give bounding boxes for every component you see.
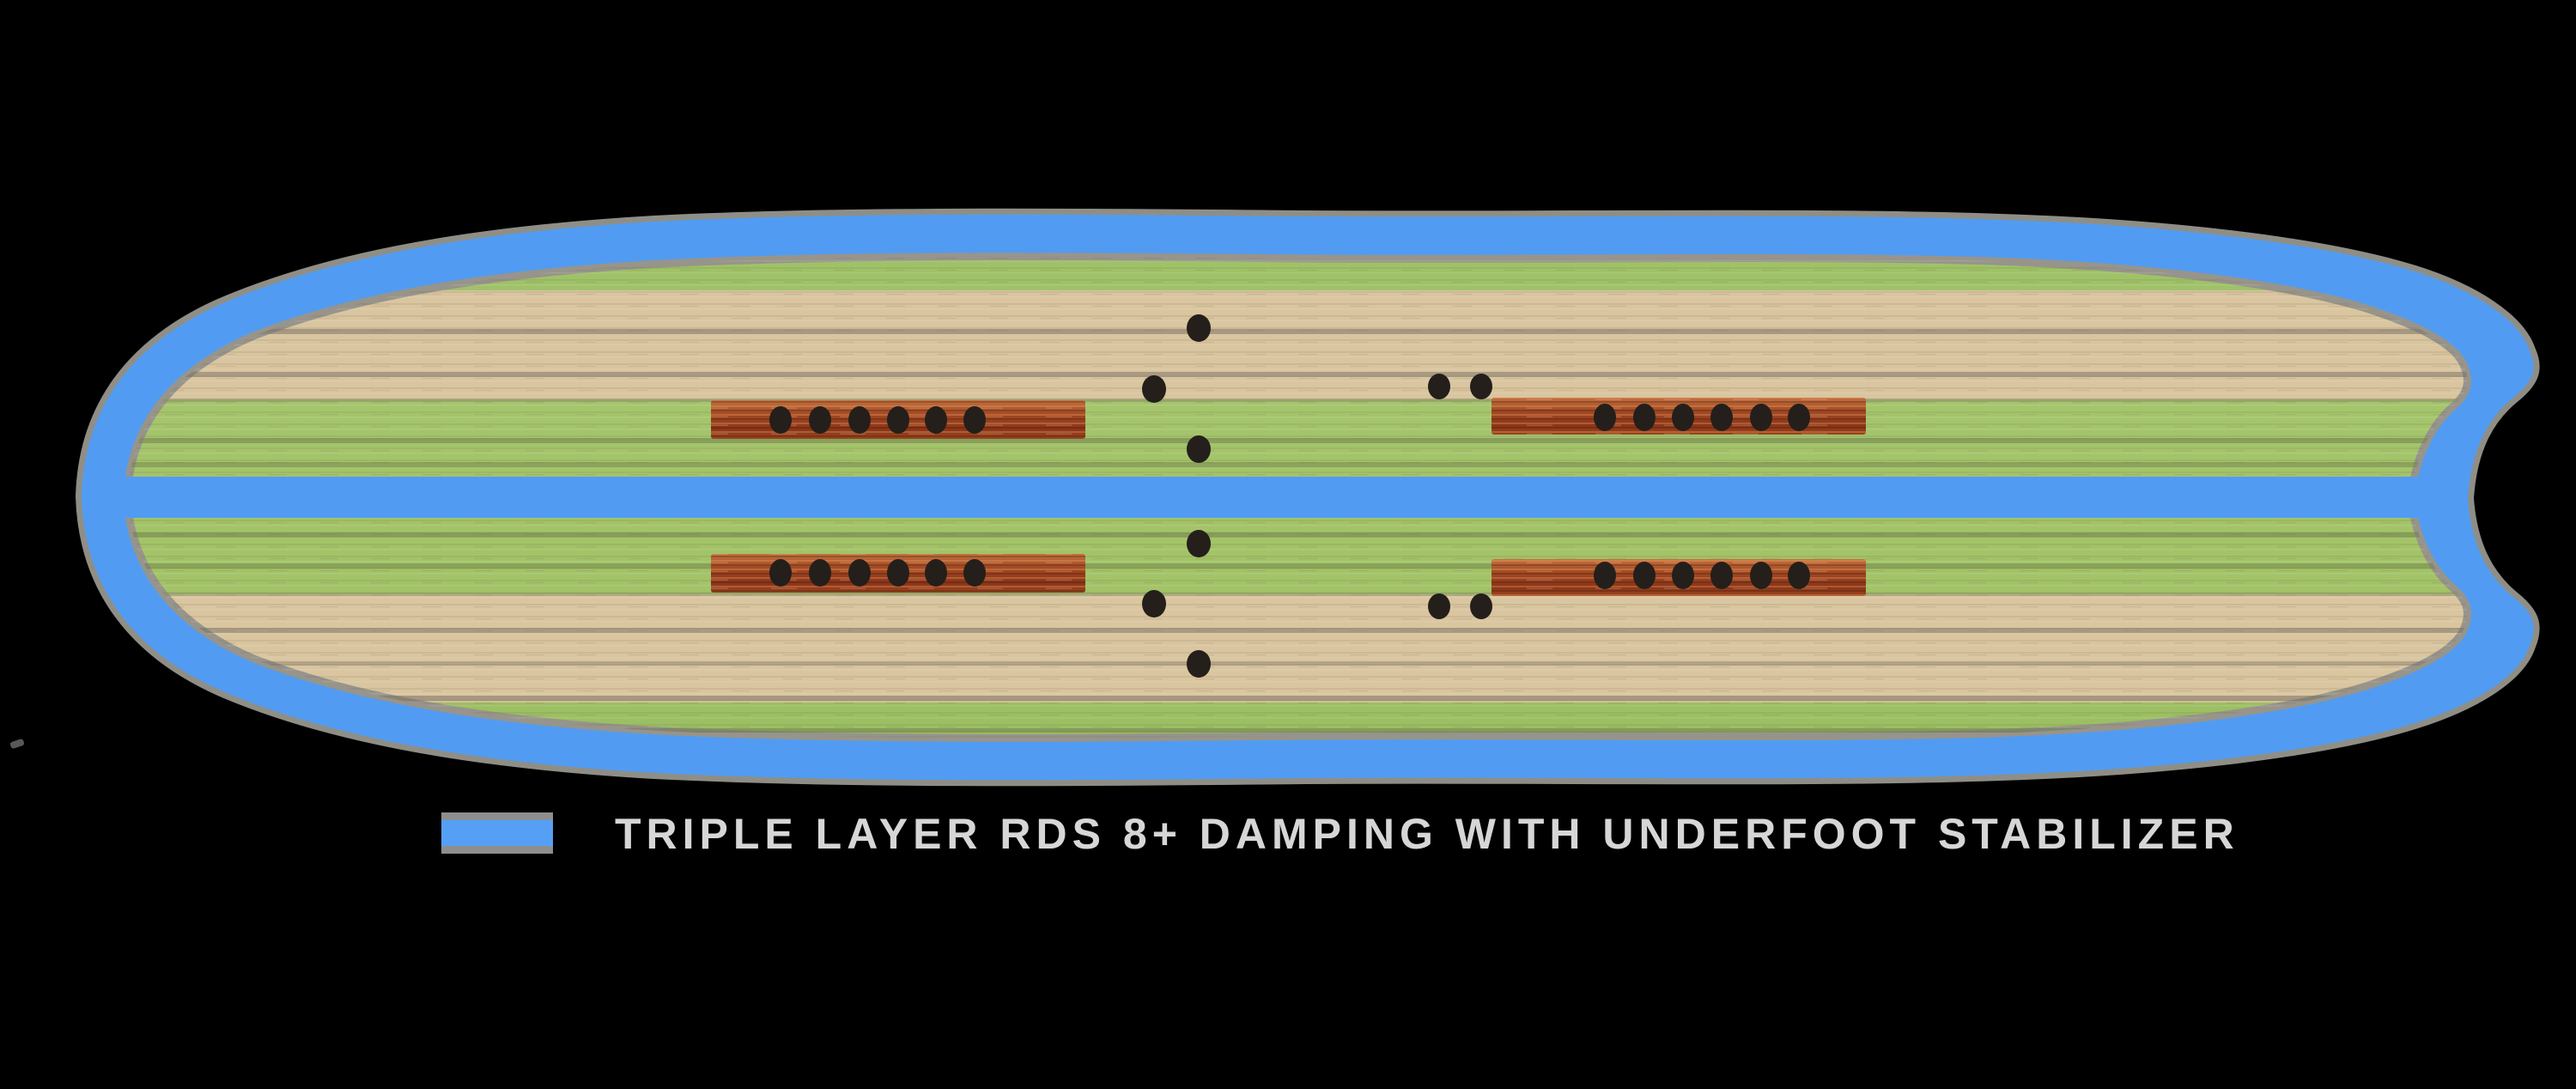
legend-swatch-middle-layer	[441, 820, 553, 846]
legend-swatch-top-layer	[441, 812, 553, 820]
legend-swatch-bottom-layer	[441, 846, 553, 854]
legend: TRIPLE LAYER RDS 8+ DAMPING WITH UNDERFO…	[441, 810, 2239, 858]
board	[76, 215, 2534, 782]
legend-swatch-triple-layer	[441, 812, 553, 854]
stray-mark	[9, 739, 25, 749]
center-seam-damper	[82, 477, 2490, 518]
seam-hardware-dots	[1142, 314, 1492, 678]
insert-dots	[769, 404, 1810, 589]
legend-label: TRIPLE LAYER RDS 8+ DAMPING WITH UNDERFO…	[615, 810, 2239, 858]
